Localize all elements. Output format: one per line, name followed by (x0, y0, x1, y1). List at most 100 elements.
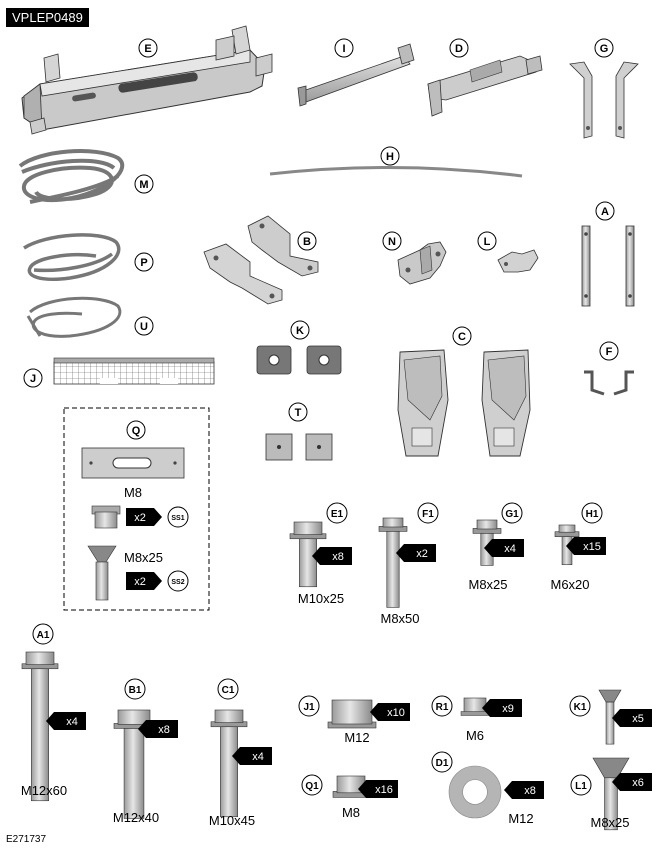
part-j-label: J (30, 373, 36, 385)
fastener-d1-qty: x8 (504, 781, 544, 799)
part-q-label: Q (132, 425, 141, 437)
part-f-brackets (584, 370, 634, 396)
part-p-label: P (140, 257, 147, 269)
part-l-bracket (497, 249, 539, 273)
fastener-j1-id: J1 (303, 702, 315, 713)
fastener-g1-qty: x4 (484, 539, 524, 557)
fasteners-group: E1x8M10x25F1x2M8x50G1x4M8x25H1x15M6x20A1… (21, 502, 652, 831)
fastener-j1-shape (327, 699, 377, 729)
fastener-d1-size: M12 (508, 811, 533, 826)
part-p-hose (23, 233, 121, 281)
fastener-l1-callout: L1 (570, 774, 592, 796)
part-n-label: N (388, 236, 396, 248)
fastener-l1-size: M8x25 (590, 815, 629, 830)
kit-q-screw-qty: x2 (134, 576, 146, 588)
fastener-a1-shape (21, 651, 59, 802)
part-m-hose (18, 149, 125, 204)
fastener-e1-size: M10x25 (298, 591, 344, 606)
fastener-l1-id: L1 (575, 781, 587, 792)
part-j-mesh (53, 357, 215, 385)
fastener-b1-qty: x8 (138, 720, 178, 738)
fastener-k1-shape (598, 689, 622, 745)
part-h-label: H (386, 151, 394, 163)
fastener-r1-qty-label: x9 (502, 703, 514, 715)
kit-q-screw-size: M8x25 (124, 550, 163, 565)
fastener-f1-size: M8x50 (380, 611, 419, 626)
fastener-h1-size: M6x20 (550, 577, 589, 592)
part-d-label: D (455, 43, 463, 55)
part-c-label: C (458, 331, 466, 343)
fastener-g1-size: M8x25 (468, 577, 507, 592)
part-l-callout: L (477, 231, 497, 251)
part-g-callout: G (594, 38, 614, 58)
fastener-c1-qty: x4 (232, 747, 272, 765)
fastener-q1-size: M8 (342, 805, 360, 820)
fastener-r1-qty: x9 (482, 699, 522, 717)
kit-q-nut-ref: SS1 (171, 515, 184, 522)
fastener-f1-shape (378, 517, 408, 608)
fastener-h1-id: H1 (586, 509, 599, 520)
fastener-j1-size: M12 (344, 730, 369, 745)
fastener-c1-size: M10x45 (209, 813, 255, 828)
fastener-l1-qty: x6 (612, 773, 652, 791)
part-b-callout: B (297, 231, 317, 251)
part-h-callout: H (380, 146, 400, 166)
part-t-callout: T (288, 402, 308, 422)
fastener-e1-shape (289, 521, 327, 588)
kit-q-group: Q M8 x2 SS1 M8x25 x2 SS2 (63, 407, 210, 611)
part-a-label: A (601, 206, 609, 218)
fastener-d1-qty-label: x8 (524, 785, 536, 797)
fastener-j1-callout: J1 (298, 695, 320, 717)
fastener-b1-shape (113, 709, 155, 819)
fastener-q1-qty-label: x16 (375, 784, 393, 796)
part-g-label: G (600, 43, 609, 55)
fastener-k1-id: K1 (574, 702, 587, 713)
fastener-k1-callout: K1 (569, 695, 591, 717)
fastener-a1-size: M12x60 (21, 783, 67, 798)
part-e-label: E (144, 43, 151, 55)
figure-number: E271737 (6, 834, 47, 845)
part-b-brackets (203, 215, 319, 305)
part-k-callout: K (290, 320, 310, 340)
part-c-brackets (397, 349, 531, 457)
part-h-strip (269, 165, 523, 178)
fastener-a1-callout: A1 (32, 623, 54, 645)
fastener-h1-callout: H1 (581, 502, 603, 524)
part-g-brackets (569, 61, 639, 139)
fastener-f1-qty: x2 (396, 544, 436, 562)
fastener-d1-id: D1 (436, 758, 449, 769)
kit-q-nut-qty: x2 (134, 512, 146, 524)
fastener-c1-shape (210, 709, 248, 818)
fastener-d1-callout: D1 (431, 751, 453, 773)
fastener-e1-callout: E1 (326, 502, 348, 524)
fastener-h1-qty-label: x15 (583, 541, 601, 553)
part-f-callout: F (599, 341, 619, 361)
part-u-callout: U (134, 316, 154, 336)
part-t-label: T (295, 407, 302, 419)
part-e-callout: E (138, 38, 158, 58)
fastener-g1-qty-label: x4 (504, 543, 516, 555)
part-k-label: K (296, 325, 304, 337)
fastener-r1-callout: R1 (431, 695, 453, 717)
fastener-f1-qty-label: x2 (416, 548, 428, 560)
part-i-callout: I (334, 38, 354, 58)
fastener-r1-size: M6 (466, 728, 484, 743)
part-a-straps (581, 225, 635, 307)
part-a-callout: A (595, 201, 615, 221)
part-e-crossmember (21, 25, 273, 135)
fastener-b1-size: M12x40 (113, 810, 159, 825)
part-u-hose (26, 296, 122, 338)
fastener-a1-qty-label: x4 (66, 716, 78, 728)
fastener-l1-qty-label: x6 (632, 777, 644, 789)
fastener-f1-callout: F1 (417, 502, 439, 524)
part-c-callout: C (452, 326, 472, 346)
fastener-e1-qty: x8 (312, 547, 352, 565)
fastener-e1-id: E1 (331, 509, 344, 520)
part-d-callout: D (449, 38, 469, 58)
